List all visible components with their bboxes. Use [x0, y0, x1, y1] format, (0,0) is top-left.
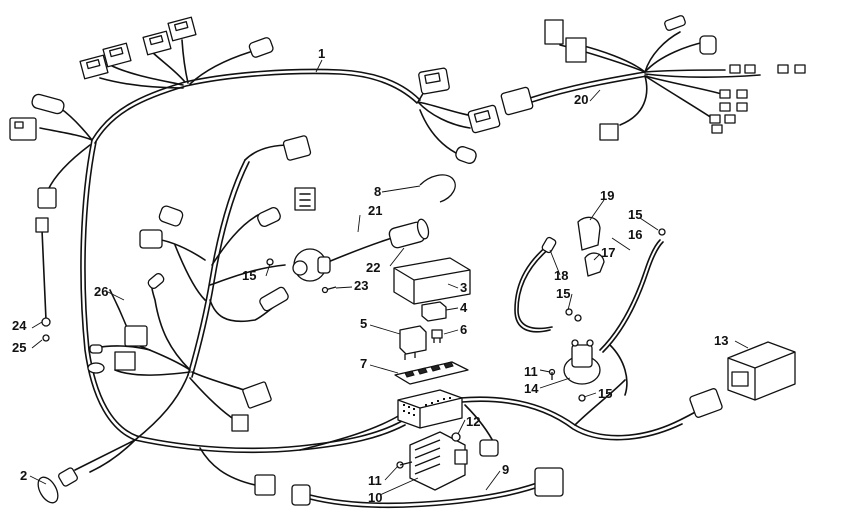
callout-13: 13: [714, 333, 728, 348]
connector-9-end: [534, 467, 564, 497]
nut-15-c: [578, 394, 586, 402]
connector-9-start: [291, 484, 311, 506]
clamp-ring: [419, 174, 456, 203]
sensor-21: [292, 248, 331, 282]
connector-cluster-top-right: [500, 15, 806, 141]
nut-15-b: [574, 314, 582, 322]
terminal-row: [709, 64, 806, 134]
callout-25: 25: [12, 340, 26, 355]
connector-cluster-top-left: [9, 16, 274, 209]
small-relay-4: [421, 301, 447, 322]
relay-5: [399, 325, 427, 360]
nut-15-d: [658, 228, 666, 236]
callout-12: 12: [466, 414, 480, 429]
callout-18: 18: [554, 268, 568, 283]
callout-16: 16: [628, 227, 642, 242]
screw-11-right: [548, 368, 556, 380]
nut-15-a: [565, 308, 573, 316]
callout-11-right: 11: [524, 364, 538, 379]
callout-15-c: 15: [598, 386, 612, 401]
callout-2: 2: [20, 468, 27, 483]
callout-8: 8: [374, 184, 381, 199]
connector-bottom-mid: [254, 474, 276, 496]
regulator-10: [409, 431, 468, 491]
screw-11-bottom: [396, 461, 413, 469]
harness-20: [529, 31, 761, 126]
callout-19: 19: [600, 188, 614, 203]
fuse-box: [397, 389, 463, 429]
callout-4: 4: [460, 300, 468, 315]
ecu-13: [727, 341, 796, 401]
callout-10: 10: [368, 490, 382, 505]
callout-1: 1: [318, 46, 325, 61]
callout-17: 17: [601, 245, 615, 260]
callout-9: 9: [502, 462, 509, 477]
screw-23: [321, 286, 337, 294]
main-harness: [39, 39, 706, 509]
relay-box: [393, 257, 471, 305]
callout-22: 22: [366, 260, 380, 275]
callout-7: 7: [360, 356, 367, 371]
plug-cap: [388, 218, 430, 249]
nut-12: [451, 432, 461, 442]
callout-23: 23: [354, 278, 368, 293]
callout-15-b: 15: [556, 286, 570, 301]
connector-fuse-right: [479, 439, 499, 457]
callout-5: 5: [360, 316, 367, 331]
boot-17: [584, 252, 605, 277]
leader-lines: [29, 59, 749, 496]
callout-15-a: 15: [242, 268, 256, 283]
callout-15-d: 15: [628, 207, 642, 222]
callout-21: 21: [368, 203, 382, 218]
callout-14: 14: [524, 381, 539, 396]
fuse-panel-7: [394, 361, 469, 385]
cable-18-end: [541, 236, 557, 254]
connector-cluster-mid: [87, 67, 501, 432]
sensor-24: [35, 217, 51, 342]
callout-11-bottom: 11: [368, 473, 382, 488]
callout-3: 3: [460, 280, 467, 295]
solenoid-14: [563, 339, 601, 385]
fuse-6: [431, 329, 443, 343]
callout-24: 24: [12, 318, 27, 333]
callout-26: 26: [94, 284, 108, 299]
connector-ecu: [689, 388, 723, 418]
bulb-socket-2: [37, 467, 78, 504]
callout-20: 20: [574, 92, 588, 107]
callout-labels: 1 2 3 4 5 6 7 8 9 10 11 11 12 13 14 15 1…: [12, 46, 728, 505]
callout-6: 6: [460, 322, 467, 337]
boot-19: [577, 216, 601, 251]
